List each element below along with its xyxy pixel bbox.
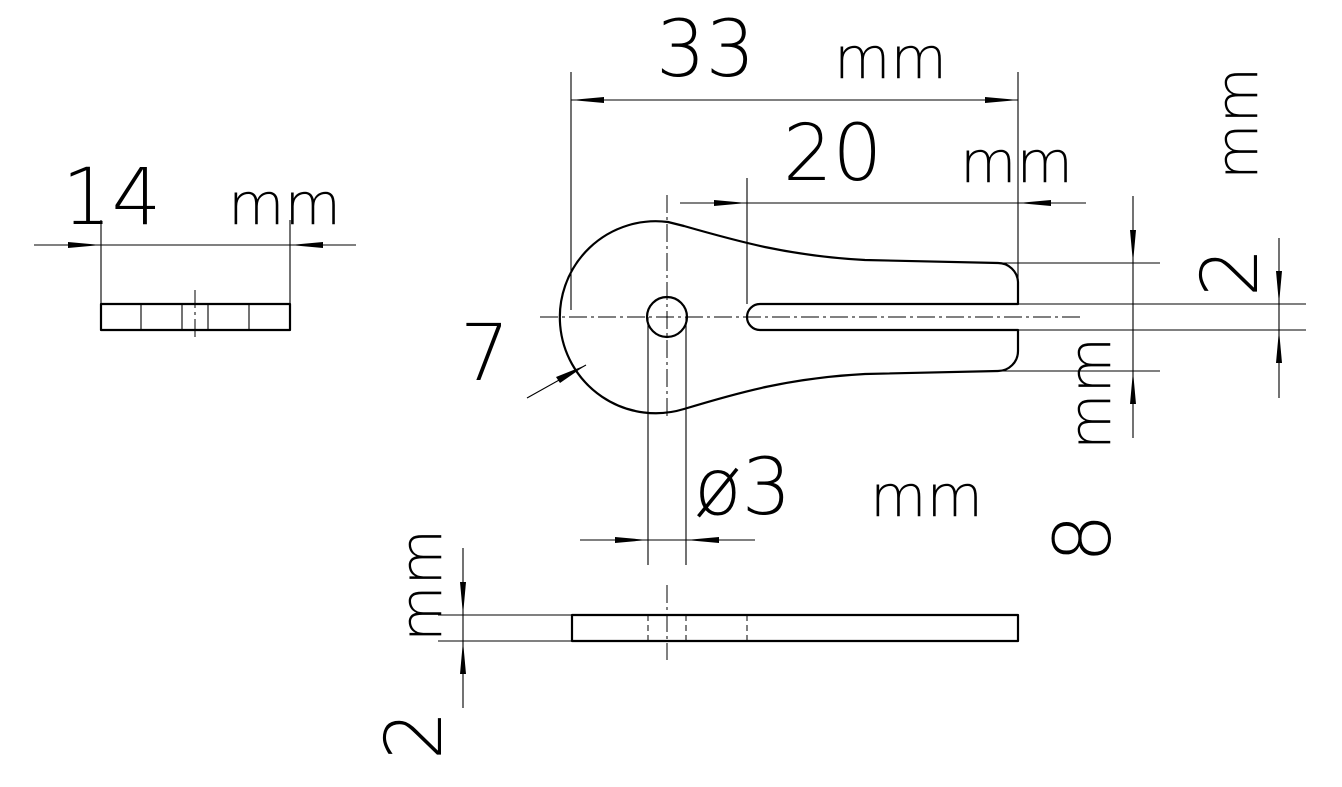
dim-2-thickness-value: 2: [370, 710, 460, 760]
dim-2-slot-unit: mm: [1203, 67, 1271, 180]
dim-33-unit: mm: [834, 24, 947, 92]
radius-7-value: 7: [460, 309, 510, 399]
dim-8-value: 8: [1039, 513, 1129, 563]
side-view: 2 mm: [370, 529, 1020, 760]
dim-20-unit: mm: [960, 128, 1073, 196]
dim-2-thickness-unit: mm: [387, 529, 455, 642]
dim-14-unit: mm: [228, 170, 341, 238]
dim-dia3-value: ø3: [694, 443, 791, 533]
dim-8-unit: mm: [1056, 337, 1124, 450]
end-view: 14 mm: [34, 153, 356, 340]
dim-33-value: 33: [656, 5, 755, 95]
dim-20-value: 20: [783, 109, 882, 199]
main-view: 33 mm 20 mm 8 mm 2 mm 7 ø3 mm: [460, 5, 1306, 565]
dim-2-slot-value: 2: [1186, 247, 1276, 297]
side-view-outline: [570, 613, 1020, 643]
dim-dia3-unit: mm: [870, 462, 983, 530]
dim-14-value: 14: [62, 153, 161, 243]
